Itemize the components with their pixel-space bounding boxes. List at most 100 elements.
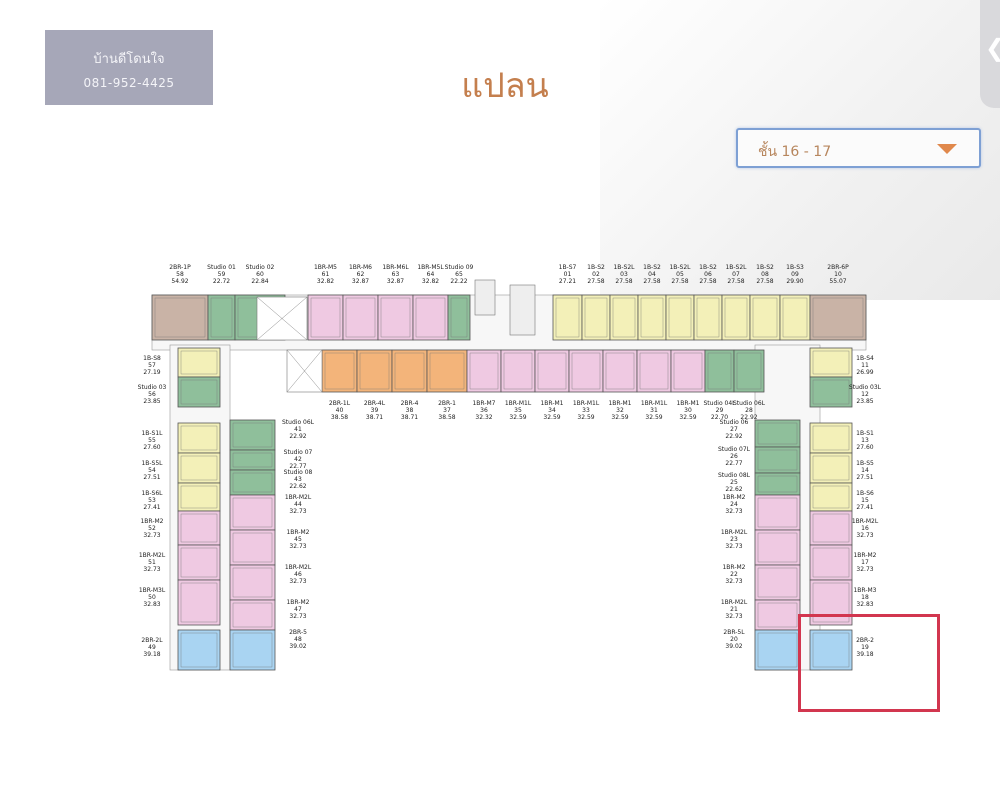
- unit-06-inner: [696, 297, 720, 338]
- unit-38: [391, 349, 428, 393]
- unit-47-inner: [232, 602, 273, 628]
- unit-62-inner: [345, 297, 376, 338]
- unit-39-inner: [359, 352, 390, 390]
- unit-64-inner: [415, 297, 446, 338]
- unit-47: [229, 599, 276, 631]
- lift-core-1: [474, 279, 496, 316]
- unit-19: [809, 629, 853, 671]
- unit-42-inner: [232, 452, 273, 468]
- chevron-left-icon: ❮: [985, 34, 1005, 62]
- unit-16-inner: [812, 513, 850, 543]
- unit-65: [447, 294, 471, 341]
- unit-58: [151, 294, 209, 341]
- unit-26: [754, 446, 801, 474]
- unit-54-inner: [180, 455, 218, 481]
- unit-61-inner: [310, 297, 341, 338]
- unit-09-inner: [782, 297, 808, 338]
- unit-61: [307, 294, 344, 341]
- floor-select[interactable]: ชั้น 16 - 17: [736, 128, 981, 168]
- unit-26-inner: [757, 449, 798, 471]
- unit-highlight-box: [798, 614, 940, 712]
- unit-49-inner: [180, 632, 218, 668]
- unit-18-inner: [812, 582, 850, 623]
- unit-06: [693, 294, 723, 341]
- unit-25-inner: [757, 475, 798, 493]
- unit-24-inner: [757, 497, 798, 528]
- unit-52-inner: [180, 513, 218, 543]
- unit-20: [754, 629, 801, 671]
- unit-53: [177, 482, 221, 512]
- unit-25: [754, 472, 801, 496]
- unit-35: [500, 349, 536, 393]
- lift-core-2: [509, 284, 536, 336]
- unit-63: [377, 294, 414, 341]
- stair-core-x2: [256, 296, 308, 341]
- unit-53-inner: [180, 485, 218, 509]
- unit-35-inner: [503, 352, 533, 390]
- unit-48: [229, 629, 276, 671]
- unit-11-inner: [812, 350, 850, 375]
- unit-30: [670, 349, 706, 393]
- unit-41: [229, 419, 276, 451]
- unit-33: [568, 349, 604, 393]
- unit-14: [809, 452, 853, 484]
- unit-39: [356, 349, 393, 393]
- unit-21-inner: [757, 602, 798, 628]
- brand-badge: บ้านดีโดนใจ 081-952-4425: [45, 30, 213, 105]
- unit-51: [177, 544, 221, 581]
- unit-59-inner: [210, 297, 233, 338]
- unit-46-inner: [232, 567, 273, 598]
- unit-17: [809, 544, 853, 581]
- unit-50-inner: [180, 582, 218, 623]
- unit-28-inner: [736, 352, 762, 390]
- unit-12-inner: [812, 379, 850, 405]
- unit-03-inner: [612, 297, 636, 338]
- unit-10: [809, 294, 867, 341]
- unit-07-inner: [724, 297, 748, 338]
- unit-02-inner: [584, 297, 608, 338]
- unit-09: [779, 294, 811, 341]
- caret-down-icon: [937, 144, 957, 154]
- unit-56: [177, 376, 221, 408]
- unit-15-inner: [812, 485, 850, 509]
- unit-34-inner: [537, 352, 567, 390]
- unit-23-inner: [757, 532, 798, 563]
- unit-55: [177, 422, 221, 454]
- inner-stair-x2: [286, 349, 323, 393]
- unit-55-inner: [180, 425, 218, 451]
- side-panel-toggle[interactable]: ❮: [980, 0, 1005, 108]
- unit-46: [229, 564, 276, 601]
- unit-22-inner: [757, 567, 798, 598]
- unit-63-inner: [380, 297, 411, 338]
